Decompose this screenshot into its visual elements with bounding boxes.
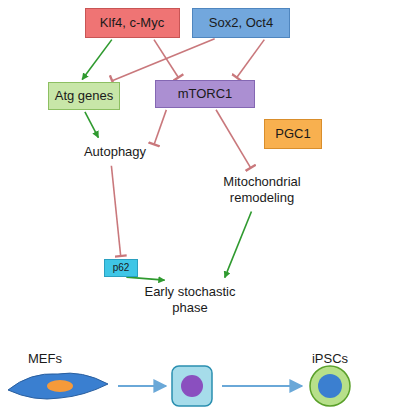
node-text: Atg genes	[55, 88, 114, 104]
protein-box: p62	[104, 259, 138, 277]
node-text: Sox2, Oct4	[209, 15, 273, 31]
progression-arrow	[222, 385, 302, 387]
ipsc-nucleus	[318, 374, 342, 398]
inhibition-line	[154, 110, 166, 145]
inhibition-line	[111, 166, 120, 256]
node-text: Klf4, c-Myc	[100, 15, 164, 31]
inhibition-line	[112, 39, 214, 81]
progression-arrow	[118, 385, 166, 387]
node-text: Autophagy	[84, 144, 146, 160]
node-text: mTORC1	[178, 86, 233, 102]
cell-label-text: iPSCs	[312, 351, 348, 366]
process-text: Mitochondrial remodeling	[213, 170, 311, 209]
activation-arrow	[82, 40, 112, 80]
ipsc-cell	[310, 366, 350, 406]
process-text: Autophagy	[77, 140, 153, 164]
cell-label-text: MEFs	[28, 351, 62, 366]
activation-arrow	[126, 277, 164, 280]
node-text: PGC1	[275, 126, 310, 142]
gene-box: Atg genes	[48, 82, 121, 110]
factor-box: Klf4, c-Myc	[85, 8, 180, 38]
node-text: p62	[113, 262, 130, 274]
activation-arrow	[85, 112, 98, 138]
cell-label: MEFs	[28, 351, 62, 366]
intermediate-cell	[172, 366, 212, 406]
node-text: Mitochondrial remodeling	[220, 174, 304, 205]
inhibition-line	[237, 40, 265, 78]
fibroblast-nucleus	[47, 380, 73, 392]
activation-arrow	[225, 211, 252, 277]
inhibition-line	[216, 110, 251, 168]
complex-box: mTORC1	[155, 80, 255, 108]
fibroblast-cell	[8, 373, 108, 399]
cell-label: iPSCs	[312, 351, 348, 366]
phase-text: Early stochastic phase	[134, 280, 246, 319]
cofactor-box: PGC1	[264, 119, 322, 149]
factor-box: Sox2, Oct4	[192, 8, 290, 38]
intermediate-nucleus	[181, 375, 203, 397]
node-text: Early stochastic phase	[141, 284, 239, 315]
